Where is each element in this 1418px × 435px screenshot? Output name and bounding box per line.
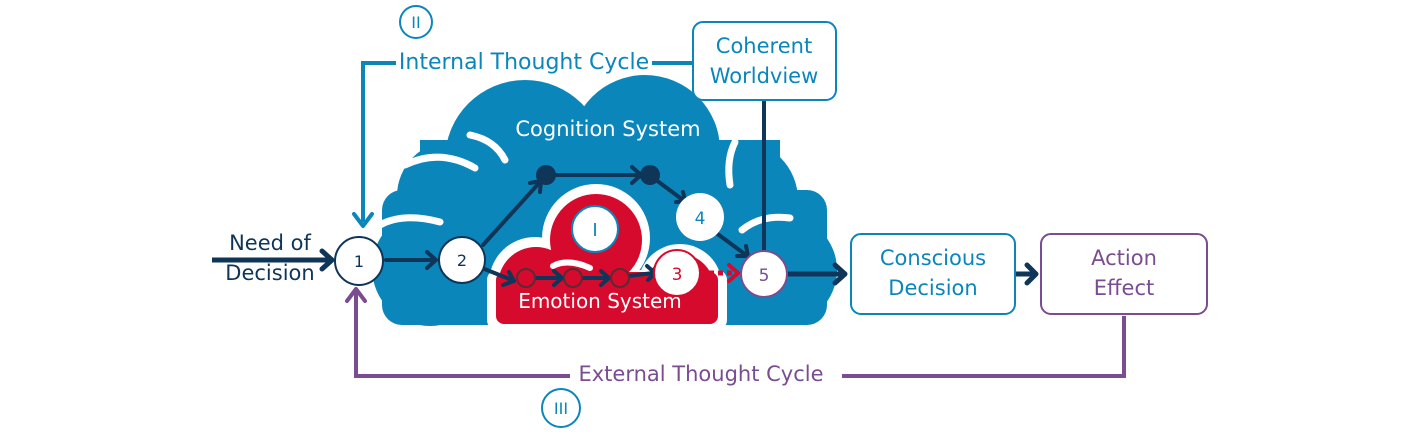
- svg-text:5: 5: [759, 266, 770, 286]
- marker-ii: II: [399, 5, 433, 39]
- emotion-system-label: Emotion System: [518, 289, 682, 313]
- edge-4-5-arrowhead-icon: [735, 244, 750, 258]
- cognition-system-label: Cognition System: [515, 117, 700, 141]
- node-4: 4: [676, 193, 724, 241]
- edge-3-5-dotted: [700, 263, 740, 283]
- svg-text:2: 2: [457, 251, 467, 270]
- emotion-node-2: [563, 268, 583, 288]
- coherent-worldview-box: Coherent Worldview: [692, 21, 837, 101]
- internal-cycle-connector: [352, 61, 693, 228]
- marker-i: I: [571, 205, 619, 253]
- external-cycle-label: External Thought Cycle: [578, 362, 823, 386]
- svg-text:1: 1: [354, 252, 364, 271]
- external-cycle-arrowhead-icon: [345, 287, 367, 303]
- edge-decision-action-arrowhead-icon: [1024, 262, 1039, 286]
- edge-4-5: [713, 230, 748, 257]
- edge-2-a: [481, 180, 542, 247]
- edge-e2-e3-arrowhead-icon: [599, 269, 611, 287]
- action-effect-label-2: Effect: [1094, 276, 1154, 300]
- edge-2-e1: [480, 266, 514, 282]
- need-of-decision-arrow: [212, 248, 335, 272]
- node-3: 3: [653, 249, 701, 297]
- cognition-node-b: [640, 165, 660, 185]
- coherent-worldview-label-2: Worldview: [710, 64, 819, 88]
- need-of-decision-label-1: Need of: [229, 231, 311, 255]
- conscious-decision-label-2: Decision: [888, 276, 977, 300]
- marker-iii-label: III: [554, 399, 568, 418]
- marker-ii-label: II: [411, 13, 420, 32]
- edge-e1-e2-arrowhead-icon: [552, 269, 564, 287]
- node-5: 5: [740, 250, 788, 298]
- cognition-node-a: [536, 165, 556, 185]
- emotion-node-3: [610, 268, 630, 288]
- marker-i-label: I: [592, 220, 597, 241]
- edge-5-decision-arrowhead-icon: [832, 262, 848, 286]
- internal-cycle-arrowhead-icon: [352, 212, 374, 228]
- conscious-decision-label-1: Conscious: [880, 246, 986, 270]
- coherent-worldview-label-1: Coherent: [716, 34, 812, 58]
- conscious-decision-box: Conscious Decision: [850, 233, 1016, 315]
- edge-1-2-arrowhead-icon: [425, 250, 438, 270]
- emotion-system-cloud: [487, 184, 727, 330]
- external-cycle-connector: [345, 287, 1126, 378]
- svg-text:4: 4: [695, 209, 706, 229]
- svg-text:3: 3: [672, 265, 683, 285]
- node-2: 2: [438, 236, 486, 284]
- node-1: 1: [334, 236, 384, 286]
- action-effect-box: Action Effect: [1040, 233, 1208, 315]
- edge-2-e1-arrowhead-icon: [501, 270, 516, 287]
- emotion-node-1: [516, 268, 536, 288]
- edge-3-5-arrowhead-icon: [727, 263, 740, 283]
- need-of-decision-label-2: Decision: [225, 261, 314, 285]
- edge-e3-3: [627, 271, 655, 278]
- action-effect-label-1: Action: [1091, 246, 1157, 270]
- marker-iii: III: [541, 388, 581, 428]
- internal-cycle-label: Internal Thought Cycle: [399, 50, 649, 75]
